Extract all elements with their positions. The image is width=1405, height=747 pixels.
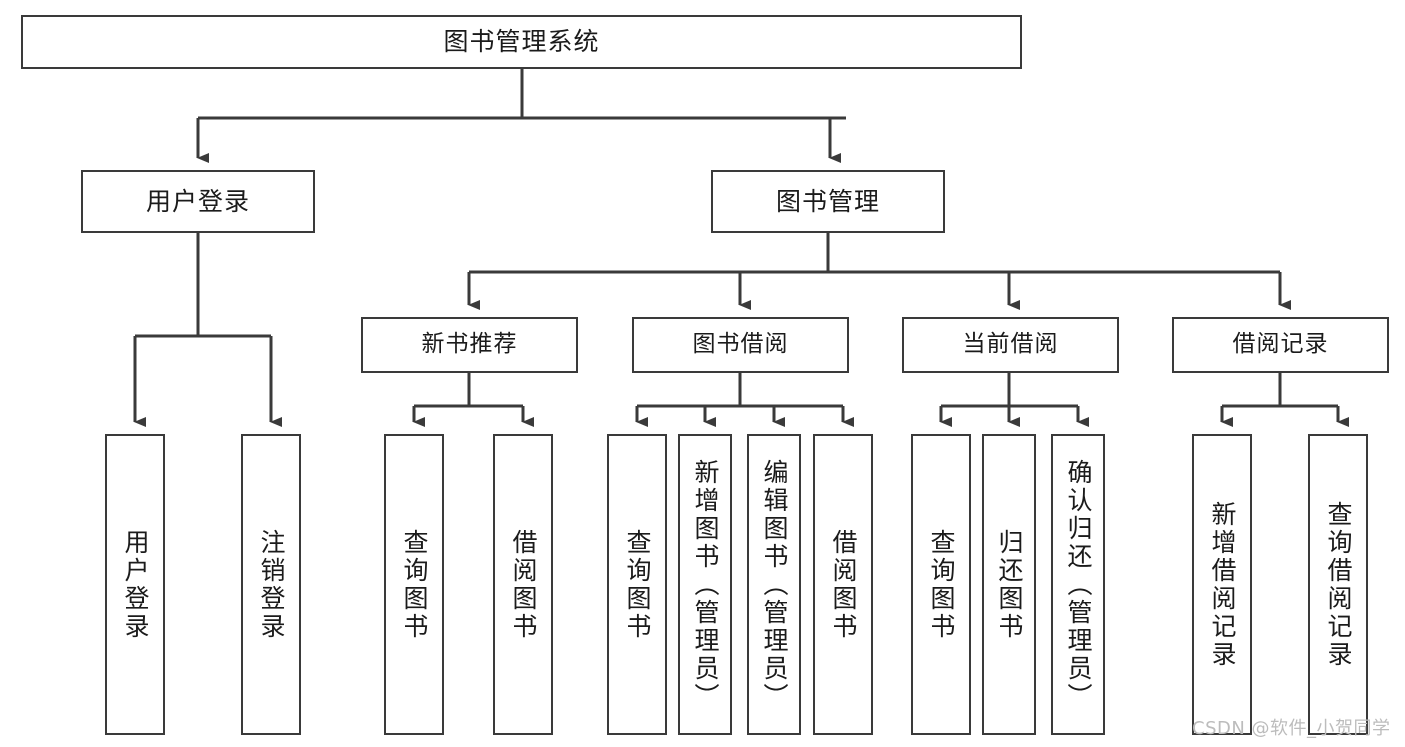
leaf-add-borrow-record[interactable]: 新增借阅记录 [1192,434,1252,735]
leaf-query-book-borrow[interactable]: 查询图书 [607,434,667,735]
leaf-add-book-admin-label: 新增图书（管理员） [691,458,720,711]
node-current-borrow-label: 当前借阅 [962,331,1059,358]
node-borrow-records-label: 借阅记录 [1232,331,1329,358]
leaf-query-book-recommend-label: 查询图书 [400,528,429,641]
leaf-borrow-book[interactable]: 借阅图书 [813,434,873,735]
leaf-borrow-book-label: 借阅图书 [829,528,858,641]
leaf-query-borrow-record[interactable]: 查询借阅记录 [1308,434,1368,735]
leaf-logout-label: 注销登录 [257,528,286,641]
leaf-return-book[interactable]: 归还图书 [982,434,1036,735]
leaf-add-borrow-record-label: 新增借阅记录 [1208,500,1237,669]
leaf-query-book-current-label: 查询图书 [927,528,956,641]
leaf-borrow-book-recommend[interactable]: 借阅图书 [493,434,553,735]
node-user-login-label: 用户登录 [145,186,250,216]
leaf-add-book-admin[interactable]: 新增图书（管理员） [678,434,732,735]
leaf-logout[interactable]: 注销登录 [241,434,301,735]
leaf-edit-book-admin[interactable]: 编辑图书（管理员） [747,434,801,735]
node-user-login[interactable]: 用户登录 [81,170,315,233]
leaf-user-login-label: 用户登录 [121,528,150,641]
node-book-management-label: 图书管理 [775,186,880,216]
leaf-borrow-book-recommend-label: 借阅图书 [509,528,538,641]
node-borrow-records[interactable]: 借阅记录 [1172,317,1389,373]
leaf-confirm-return-admin[interactable]: 确认归还（管理员） [1051,434,1105,735]
node-root-label: 图书管理系统 [443,27,600,57]
leaf-confirm-return-admin-label: 确认归还（管理员） [1064,458,1093,711]
node-book-management[interactable]: 图书管理 [711,170,945,233]
leaf-query-borrow-record-label: 查询借阅记录 [1324,500,1353,669]
leaf-query-book-current[interactable]: 查询图书 [911,434,971,735]
node-current-borrow[interactable]: 当前借阅 [902,317,1119,373]
leaf-query-book-recommend[interactable]: 查询图书 [384,434,444,735]
node-new-book-recommend[interactable]: 新书推荐 [361,317,578,373]
node-book-borrow-label: 图书借阅 [692,331,789,358]
leaf-user-login[interactable]: 用户登录 [105,434,165,735]
node-root[interactable]: 图书管理系统 [21,15,1022,69]
node-book-borrow[interactable]: 图书借阅 [632,317,849,373]
node-new-book-recommend-label: 新书推荐 [421,331,518,358]
leaf-edit-book-admin-label: 编辑图书（管理员） [760,458,789,711]
leaf-return-book-label: 归还图书 [995,528,1024,641]
leaf-query-book-borrow-label: 查询图书 [623,528,652,641]
